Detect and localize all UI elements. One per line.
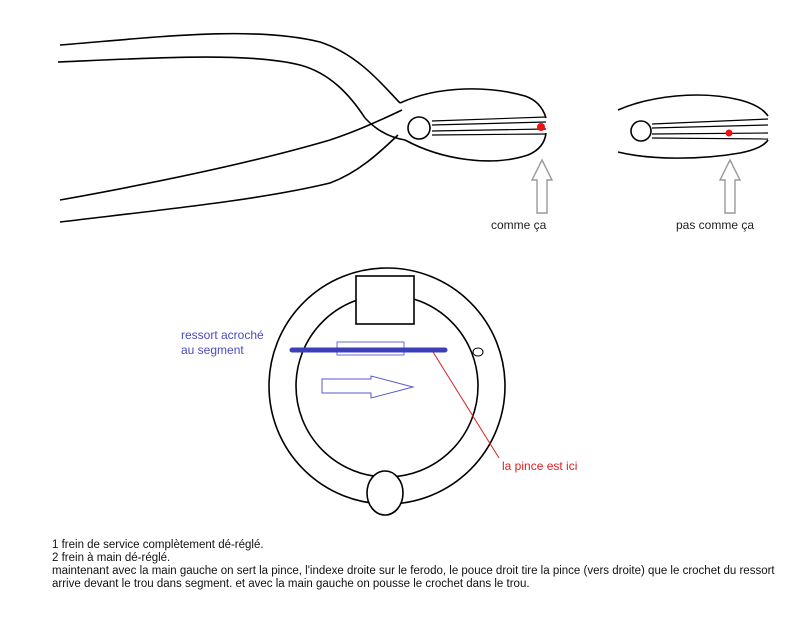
pliers-upper-handle-inner <box>57 56 366 119</box>
jaws-line-2 <box>651 124 769 129</box>
pliers-jaw-line-4 <box>431 133 547 136</box>
label-ressort-line1: ressort acroché <box>181 328 264 342</box>
label-pas-comme-ca: pas comme ça <box>676 218 754 232</box>
jaws-upper <box>617 94 769 117</box>
drum-brake <box>268 267 506 516</box>
pliers-pivot <box>407 116 431 140</box>
label-pince-ici: la pince est ici <box>502 459 577 473</box>
jaws-line-4 <box>651 137 769 140</box>
pliers-jaw-line-3 <box>431 128 547 132</box>
note-line-1: 1 frein de service complètement dé-réglé… <box>52 539 264 551</box>
note-line-2: 2 frein à main dé-réglé. <box>52 552 171 564</box>
note-line-3: maintenant avec la main gauche on sert l… <box>52 565 775 590</box>
pliers-upper-jaw <box>399 88 547 119</box>
pliers-lower-jaw <box>404 132 547 162</box>
jaws-pivot <box>630 120 652 142</box>
pliers-upper-handle <box>59 32 401 104</box>
right-arrow-icon <box>321 375 415 399</box>
jaws-line-1 <box>651 118 769 125</box>
pliers-jaw-line-1 <box>431 116 547 122</box>
jaws-line-3 <box>651 132 769 135</box>
label-ressort-line2: au segment <box>181 343 244 357</box>
pliers-lower-handle <box>59 109 403 201</box>
pliers-closed <box>57 32 547 223</box>
jaws-open <box>617 94 769 159</box>
instructions-text: 1 frein de service complètement dé-réglé… <box>52 539 782 591</box>
pliers-crossing <box>364 117 406 141</box>
jaws-mid-dot <box>725 129 733 137</box>
pointer-line <box>432 351 500 459</box>
up-arrow-icon <box>718 158 742 214</box>
pliers-tip-dot <box>537 123 545 131</box>
segment-hole <box>472 347 484 357</box>
pliers-lower-handle-inner <box>59 134 399 223</box>
pliers-jaw-line-2 <box>431 121 547 126</box>
label-comme-ca: comme ça <box>491 218 547 232</box>
jaws-lower <box>617 139 769 159</box>
up-arrow-icon <box>530 158 554 214</box>
adjuster-oval <box>366 470 404 516</box>
wheel-cylinder <box>355 275 415 325</box>
